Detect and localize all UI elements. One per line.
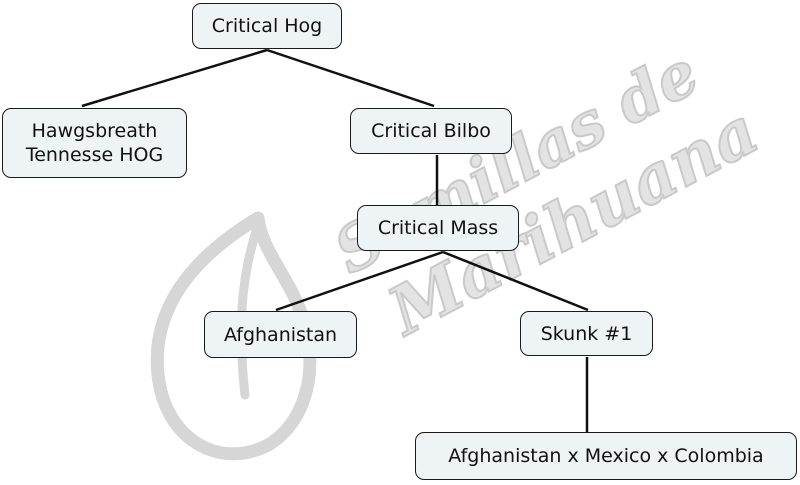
edge-hog-hawgsbreath	[81, 48, 268, 108]
node-critical-hog: Critical Hog	[192, 3, 342, 49]
edge-mass-skunk	[442, 250, 589, 312]
node-critical-mass: Critical Mass	[357, 205, 519, 251]
node-afghanistan-mexico-colombia: Afghanistan x Mexico x Colombia	[415, 432, 797, 480]
node-hawgsbreath-tennesse-hog: Hawgsbreath Tennesse HOG	[2, 108, 187, 178]
node-critical-bilbo: Critical Bilbo	[350, 108, 512, 154]
node-skunk-1: Skunk #1	[520, 311, 653, 356]
node-afghanistan: Afghanistan	[204, 311, 357, 358]
edge-mass-afghanistan	[275, 250, 444, 312]
edge-hog-bilbo	[266, 48, 435, 108]
